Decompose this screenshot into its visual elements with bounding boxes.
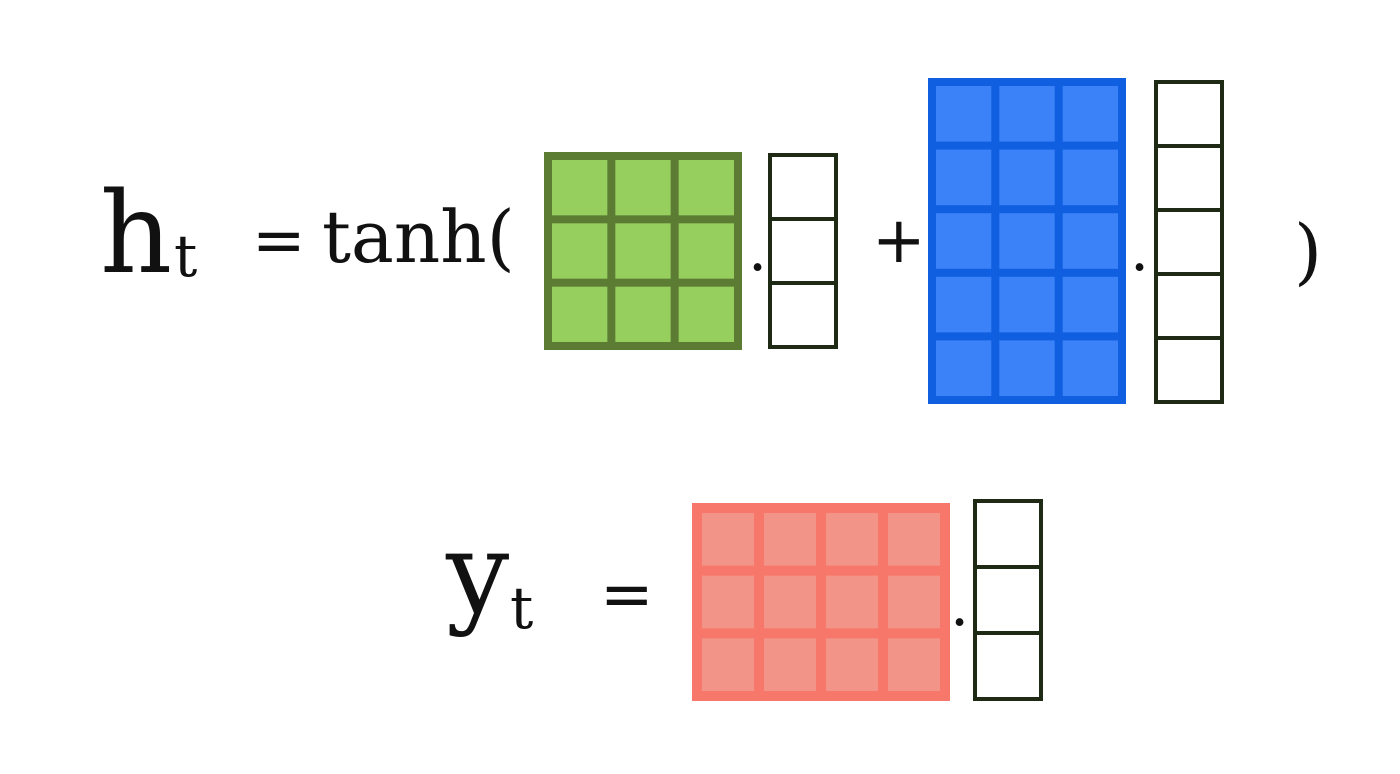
- matrix-cell: [552, 160, 608, 216]
- matrix-cell: [702, 575, 754, 629]
- matrix-cell: [999, 149, 1055, 206]
- dot-operator-3: .: [950, 570, 969, 640]
- matrix-cell: [764, 575, 816, 629]
- matrix-cell: [936, 86, 992, 142]
- plus-sign: +: [872, 204, 926, 278]
- matrix-cell: [826, 513, 878, 566]
- matrix-cell: [936, 213, 992, 269]
- matrix-cell: [764, 638, 816, 691]
- vector-cell: [1154, 272, 1224, 340]
- vector-cell: [1154, 208, 1224, 276]
- matrix-cell: [615, 286, 671, 342]
- vector-cell: [973, 631, 1043, 701]
- matrix-cell: [999, 213, 1055, 269]
- dot-operator-1: .: [748, 215, 767, 285]
- vector-cell: [768, 153, 838, 221]
- matrix-cell: [999, 276, 1055, 333]
- matrix-cell: [702, 513, 754, 566]
- matrix-cell: [678, 223, 734, 279]
- vector-cell: [973, 565, 1043, 635]
- h-subscript: t: [174, 222, 197, 290]
- dot-operator-2: .: [1130, 215, 1149, 285]
- y-symbol: y: [445, 509, 509, 639]
- weight-matrix-green-3x3: [544, 152, 742, 350]
- input-vector-3: [768, 153, 838, 349]
- output-equation: y t = .: [445, 499, 1043, 701]
- hidden-state-equation: h t = tanh( . + . ): [100, 78, 1322, 404]
- matrix-cell: [1062, 276, 1118, 333]
- tanh-function: tanh(: [322, 195, 515, 279]
- matrix-cell: [552, 223, 608, 279]
- matrix-cell: [826, 575, 878, 629]
- matrix-cell: [1062, 340, 1118, 396]
- matrix-cell: [615, 160, 671, 216]
- close-paren: ): [1294, 209, 1322, 293]
- matrix-cell: [678, 160, 734, 216]
- matrix-cell: [936, 276, 992, 333]
- vector-cell: [973, 499, 1043, 569]
- vector-cell: [768, 281, 838, 349]
- matrix-cell: [1062, 86, 1118, 142]
- vector-cell: [1154, 144, 1224, 212]
- matrix-cell: [826, 638, 878, 691]
- h-symbol: h: [100, 169, 172, 299]
- hidden-vector-5: [1154, 80, 1224, 404]
- matrix-cell: [615, 223, 671, 279]
- matrix-cell: [936, 149, 992, 206]
- matrix-cell: [888, 638, 940, 691]
- matrix-cell: [999, 340, 1055, 396]
- output-input-vector-3: [973, 499, 1043, 701]
- weight-matrix-red-3x4: [692, 503, 950, 701]
- matrix-cell: [1062, 213, 1118, 269]
- matrix-cell: [1062, 149, 1118, 206]
- matrix-cell: [888, 513, 940, 566]
- matrix-cell: [764, 513, 816, 566]
- matrix-cell: [702, 638, 754, 691]
- matrix-cell: [999, 86, 1055, 142]
- vector-cell: [1154, 336, 1224, 404]
- matrix-cell: [936, 340, 992, 396]
- vector-cell: [768, 217, 838, 285]
- matrix-cell: [678, 286, 734, 342]
- h-equals-sign: =: [252, 204, 306, 278]
- y-subscript: t: [510, 574, 533, 642]
- weight-matrix-blue-5x3: [928, 78, 1126, 404]
- matrix-cell: [888, 575, 940, 629]
- vector-cell: [1154, 80, 1224, 148]
- matrix-cell: [552, 286, 608, 342]
- y-equals-sign: =: [600, 558, 654, 632]
